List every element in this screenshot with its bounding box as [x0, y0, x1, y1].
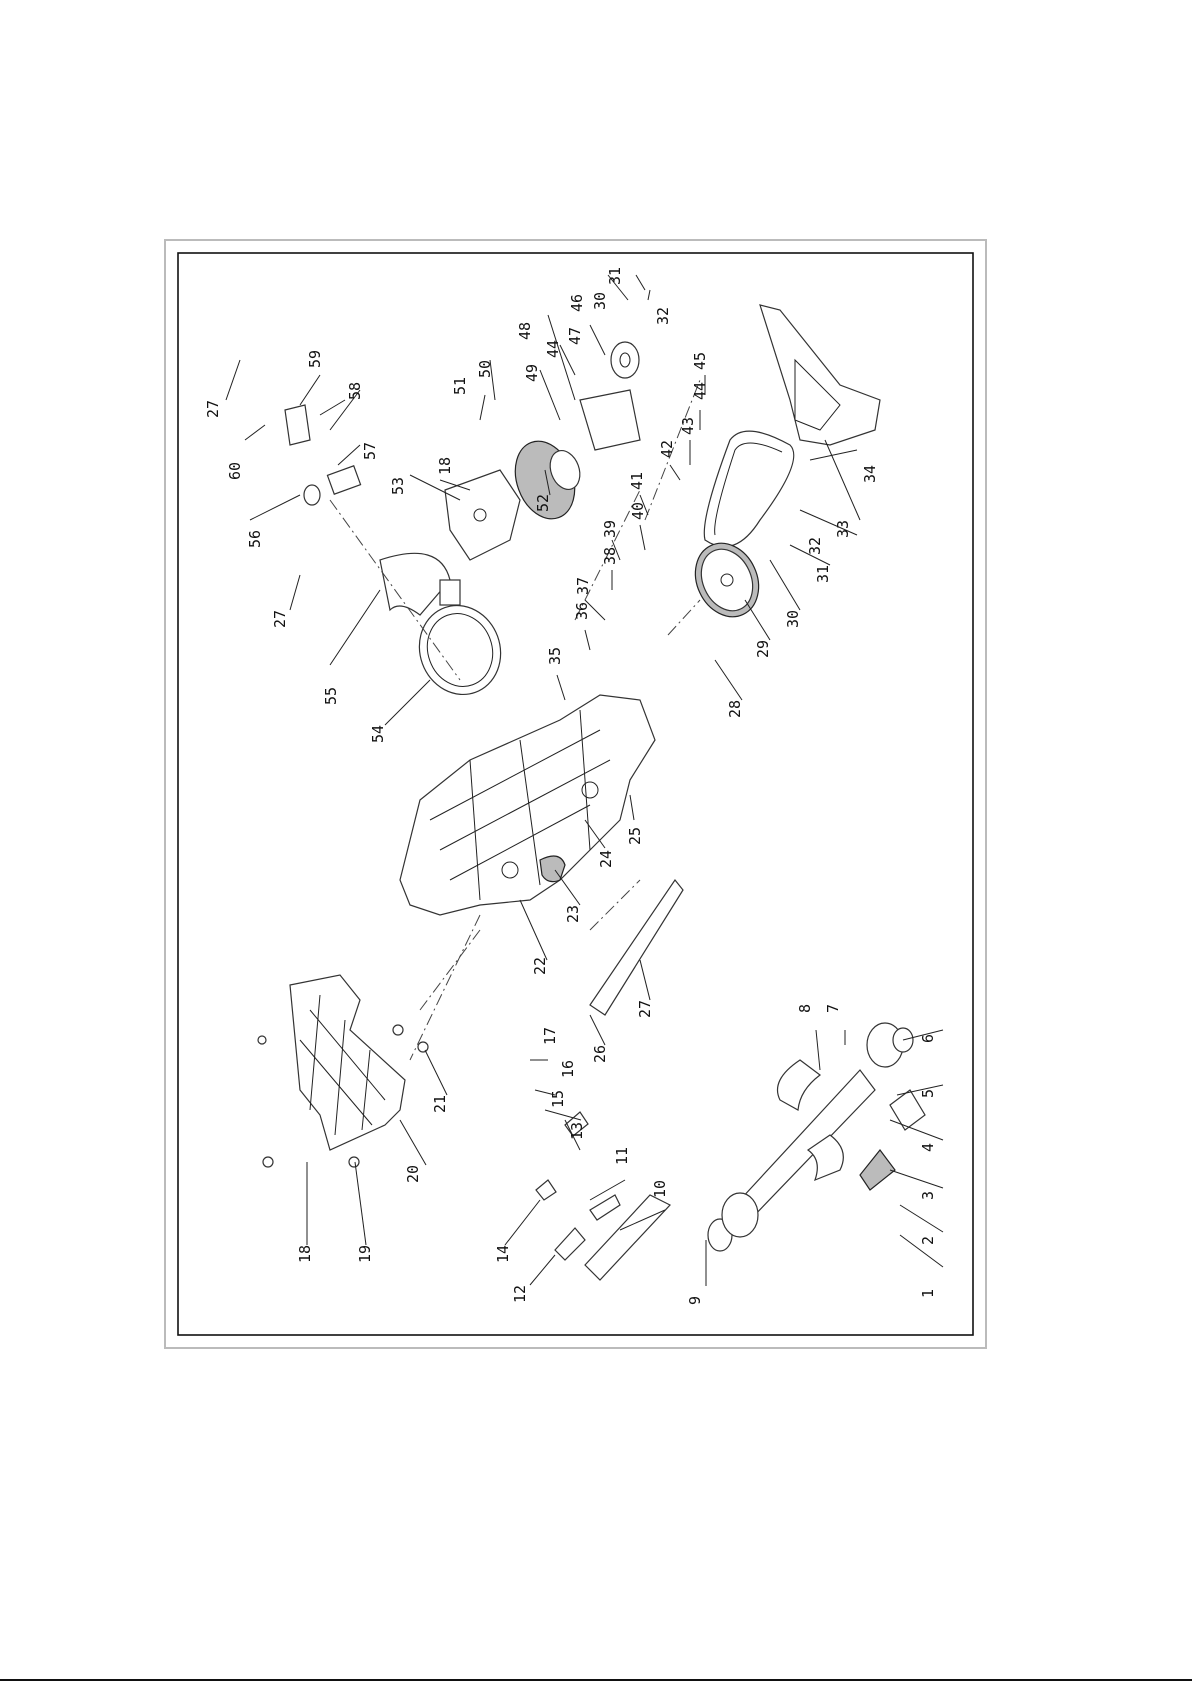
callout-51: 51: [451, 377, 469, 395]
callout-7: 7: [824, 1004, 842, 1013]
callout-28: 28: [726, 700, 744, 718]
callout-44-upper: 44: [544, 340, 562, 358]
callout-37: 37: [574, 577, 592, 595]
callout-49: 49: [523, 364, 541, 382]
callout-32-upper: 32: [654, 307, 672, 325]
callout-5: 5: [919, 1089, 937, 1098]
callout-43: 43: [679, 417, 697, 435]
callout-48: 48: [516, 322, 534, 340]
flywheel-pulley: [684, 533, 770, 627]
callout-12: 12: [511, 1285, 529, 1303]
callout-56: 56: [246, 530, 264, 548]
callout-27-top: 27: [204, 400, 222, 418]
callout-15: 15: [549, 1090, 567, 1108]
callout-35: 35: [546, 647, 564, 665]
callout-54: 54: [369, 725, 387, 743]
callout-53: 53: [389, 477, 407, 495]
motor-plate: [580, 342, 640, 450]
callout-3: 3: [919, 1191, 937, 1200]
lower-plate: [590, 880, 683, 1015]
callout-14: 14: [494, 1245, 512, 1263]
callout-34: 34: [861, 465, 879, 483]
callout-11: 11: [613, 1147, 631, 1165]
callout-18-upper: 18: [436, 457, 454, 475]
callout-17: 17: [541, 1027, 559, 1045]
right-side-cover: [760, 305, 880, 445]
callout-45: 45: [691, 352, 709, 370]
callout-13: 13: [568, 1122, 586, 1140]
callout-22: 22: [531, 957, 549, 975]
callout-29: 29: [754, 640, 772, 658]
callout-46: 46: [568, 294, 586, 312]
callout-26: 26: [591, 1045, 609, 1063]
callout-38: 38: [601, 547, 619, 565]
callout-58: 58: [346, 382, 364, 400]
callout-57: 57: [361, 442, 379, 460]
callout-52: 52: [534, 494, 552, 512]
callout-24: 24: [597, 850, 615, 868]
small-brackets: [536, 1112, 670, 1280]
callout-8: 8: [796, 1004, 814, 1013]
callout-1: 1: [919, 1289, 937, 1298]
callout-32-lower: 32: [806, 537, 824, 555]
callout-25: 25: [626, 827, 644, 845]
callout-50: 50: [476, 360, 494, 378]
parts-drawing: [258, 305, 925, 1280]
callout-60: 60: [226, 462, 244, 480]
callout-20: 20: [404, 1165, 422, 1183]
callout-4: 4: [919, 1143, 937, 1152]
callout-42: 42: [658, 440, 676, 458]
callout-44-lower: 44: [691, 382, 709, 400]
callout-21: 21: [431, 1095, 449, 1113]
upper-shroud: [380, 553, 460, 615]
top-left-parts: [285, 400, 361, 505]
callout-36: 36: [573, 602, 591, 620]
callout-9: 9: [686, 1296, 704, 1305]
drive-belt: [704, 431, 793, 547]
callout-41: 41: [628, 472, 646, 490]
motor-bracket: [445, 470, 520, 560]
callout-47: 47: [566, 327, 584, 345]
callout-16: 16: [559, 1060, 577, 1078]
callout-30-upper: 30: [591, 292, 609, 310]
callout-59: 59: [306, 350, 324, 368]
callout-23: 23: [564, 905, 582, 923]
callout-31-upper: 31: [606, 267, 624, 285]
main-frame: [400, 695, 655, 915]
callout-2: 2: [919, 1236, 937, 1245]
callout-10: 10: [651, 1180, 669, 1198]
callout-39: 39: [601, 520, 619, 538]
callout-33: 33: [834, 520, 852, 538]
callout-18-lower: 18: [296, 1245, 314, 1263]
callout-19: 19: [356, 1245, 374, 1263]
callout-27-mid: 27: [271, 610, 289, 628]
callout-6: 6: [919, 1034, 937, 1043]
callout-40: 40: [629, 502, 647, 520]
callout-31-lower: 31: [814, 565, 832, 583]
callout-55: 55: [322, 687, 340, 705]
left-side-cover: [258, 975, 428, 1167]
callout-27-bottom: 27: [636, 1000, 654, 1018]
callout-30-lower: 30: [784, 610, 802, 628]
crank-assembly: [708, 1023, 925, 1251]
